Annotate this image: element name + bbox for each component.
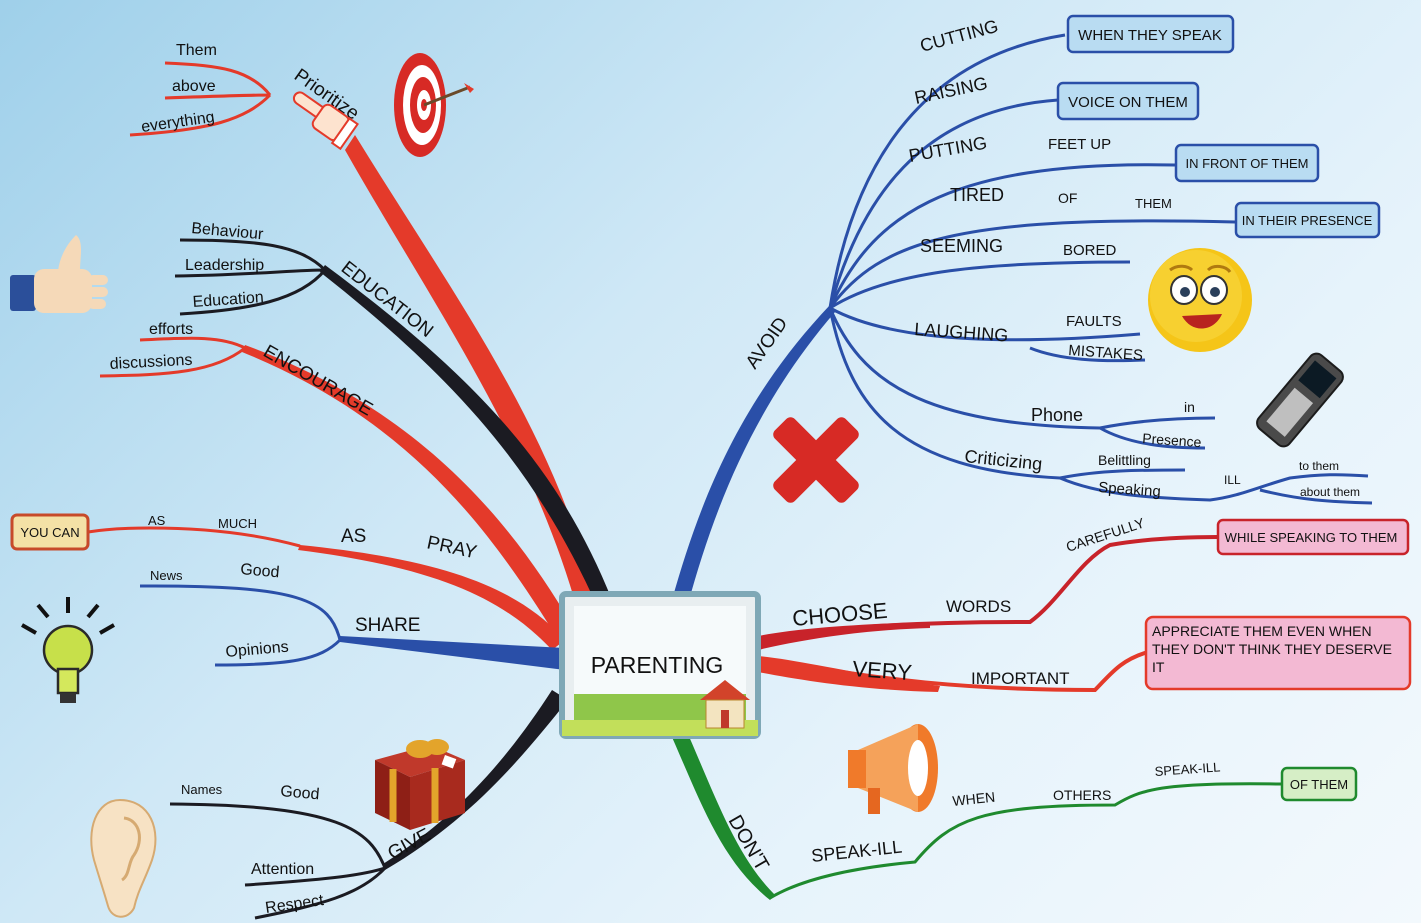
dont-box: OF THEM bbox=[1280, 766, 1358, 802]
raising-box: VOICE ON THEM bbox=[1056, 81, 1200, 121]
very-box: APPRECIATE THEM EVEN WHEN THEY DON'T THI… bbox=[1144, 615, 1412, 691]
choose-thick bbox=[758, 622, 930, 650]
cutting-label: CUTTING bbox=[918, 16, 1000, 56]
encourage-leaf-lines bbox=[99, 336, 246, 378]
give-leaf-respect: Respect bbox=[264, 892, 325, 917]
very-word: IMPORTANT bbox=[971, 669, 1070, 688]
pray-chain-line bbox=[87, 526, 301, 548]
share-label: SHARE bbox=[355, 615, 420, 636]
seeming-sub: BORED bbox=[1063, 242, 1117, 259]
encourage-label: ENCOURAGE bbox=[260, 341, 377, 420]
smiley-icon bbox=[1148, 248, 1252, 352]
putting-box: IN FRONT OF THEM bbox=[1174, 143, 1320, 183]
center-node: PARENTING bbox=[559, 591, 761, 739]
criticizing-sub5: about them bbox=[1300, 485, 1360, 499]
tired-sub2: THEM bbox=[1135, 196, 1172, 211]
prioritize-leaf-0: Them bbox=[176, 42, 217, 59]
avoid-branch bbox=[672, 305, 835, 604]
cutting-box-text: WHEN THEY SPEAK bbox=[1078, 27, 1222, 44]
very-label: VERY bbox=[852, 656, 913, 685]
criticizing-sub3: ILL bbox=[1224, 473, 1241, 487]
dont-w1: SPEAK-ILL bbox=[810, 837, 903, 866]
criticizing-label: Criticizing bbox=[964, 446, 1044, 474]
target-icon bbox=[394, 53, 474, 157]
gift-icon bbox=[375, 739, 465, 830]
mobile-phone-icon bbox=[1256, 352, 1344, 448]
laughing-sub1: FAULTS bbox=[1066, 313, 1122, 330]
choose-word: WORDS bbox=[946, 597, 1011, 616]
dont-box-text: OF THEM bbox=[1290, 777, 1348, 792]
prioritize-leaf-1: above bbox=[172, 78, 216, 95]
seeming-label: SEEMING bbox=[920, 236, 1003, 256]
share-leaf-lines bbox=[139, 584, 342, 667]
education-leaf-2: Education bbox=[192, 289, 264, 311]
dont-chain-line bbox=[769, 782, 1283, 900]
phone-sub2: Presence bbox=[1142, 430, 1202, 450]
pray-chain-2: AS bbox=[341, 526, 366, 547]
criticizing-sub4: to them bbox=[1299, 459, 1339, 473]
cutting-box: WHEN THEY SPEAK bbox=[1066, 14, 1235, 54]
give-leaf-lines bbox=[169, 802, 387, 920]
laughing-sub2: MISTAKES bbox=[1068, 342, 1144, 364]
share-branch bbox=[340, 636, 565, 670]
criticizing-sub1: Belittling bbox=[1098, 452, 1151, 468]
choose-box: WHILE SPEAKING TO THEM bbox=[1216, 518, 1410, 556]
encourage-leaf-0: efforts bbox=[149, 321, 193, 338]
give-leaf-good: Good bbox=[280, 783, 320, 803]
dont-w2: WHEN bbox=[952, 789, 996, 809]
dont-branch bbox=[668, 725, 775, 900]
putting-sub: FEET UP bbox=[1048, 136, 1111, 153]
avoid-sub-lines bbox=[828, 33, 1373, 505]
give-leaf-names: Names bbox=[181, 782, 223, 797]
tired-sub1: OF bbox=[1058, 190, 1077, 206]
share-leaf-news: News bbox=[150, 568, 183, 583]
prioritize-branch bbox=[345, 135, 595, 612]
house-icon bbox=[700, 680, 750, 729]
encourage-leaf-1: discussions bbox=[109, 352, 192, 373]
putting-label: PUTTING bbox=[907, 133, 988, 166]
pray-box-text: YOU CAN bbox=[20, 525, 79, 540]
red-x-icon bbox=[773, 417, 859, 503]
education-leaf-1: Leadership bbox=[185, 257, 264, 274]
share-leaf-good: Good bbox=[240, 561, 280, 581]
tired-box-text: IN THEIR PRESENCE bbox=[1242, 213, 1373, 228]
education-leaf-0: Behaviour bbox=[191, 220, 265, 243]
dont-w3: OTHERS bbox=[1053, 787, 1111, 803]
thumbs-up-icon bbox=[10, 235, 108, 313]
share-leaf-opinions: Opinions bbox=[225, 639, 289, 661]
give-label: GIVE bbox=[384, 825, 434, 865]
center-label: PARENTING bbox=[591, 652, 723, 678]
pointing-hand-icon bbox=[292, 91, 359, 151]
laughing-label: LAUGHING bbox=[914, 319, 1009, 346]
dont-w4: SPEAK-ILL bbox=[1154, 759, 1221, 779]
tired-box: IN THEIR PRESENCE bbox=[1234, 201, 1381, 239]
phone-sub1: in bbox=[1184, 399, 1195, 415]
tired-label: TIRED bbox=[950, 185, 1004, 205]
pray-label: PRAY bbox=[425, 532, 479, 563]
phone-label: Phone bbox=[1031, 405, 1083, 425]
raising-box-text: VOICE ON THEM bbox=[1068, 94, 1188, 111]
give-branch bbox=[383, 690, 568, 870]
choose-box-text: WHILE SPEAKING TO THEM bbox=[1225, 530, 1398, 545]
education-branch bbox=[320, 265, 612, 608]
ear-icon bbox=[90, 798, 157, 918]
prioritize-leaf-lines bbox=[129, 61, 272, 137]
megaphone-icon bbox=[848, 724, 938, 814]
very-box-text: APPRECIATE THEM EVEN WHEN THEY DON'T THI… bbox=[1152, 623, 1392, 675]
putting-box-text: IN FRONT OF THEM bbox=[1185, 156, 1308, 171]
very-thick bbox=[758, 656, 940, 692]
lightbulb-icon bbox=[21, 597, 115, 703]
criticizing-sub2: Speaking bbox=[1098, 479, 1162, 500]
encourage-branch bbox=[242, 345, 572, 636]
education-leaf-lines bbox=[174, 238, 327, 316]
pray-chain-1: MUCH bbox=[218, 516, 257, 531]
pray-box: YOU CAN bbox=[10, 513, 90, 551]
give-leaf-attention: Attention bbox=[251, 861, 314, 878]
pray-chain-0: AS bbox=[148, 513, 166, 528]
